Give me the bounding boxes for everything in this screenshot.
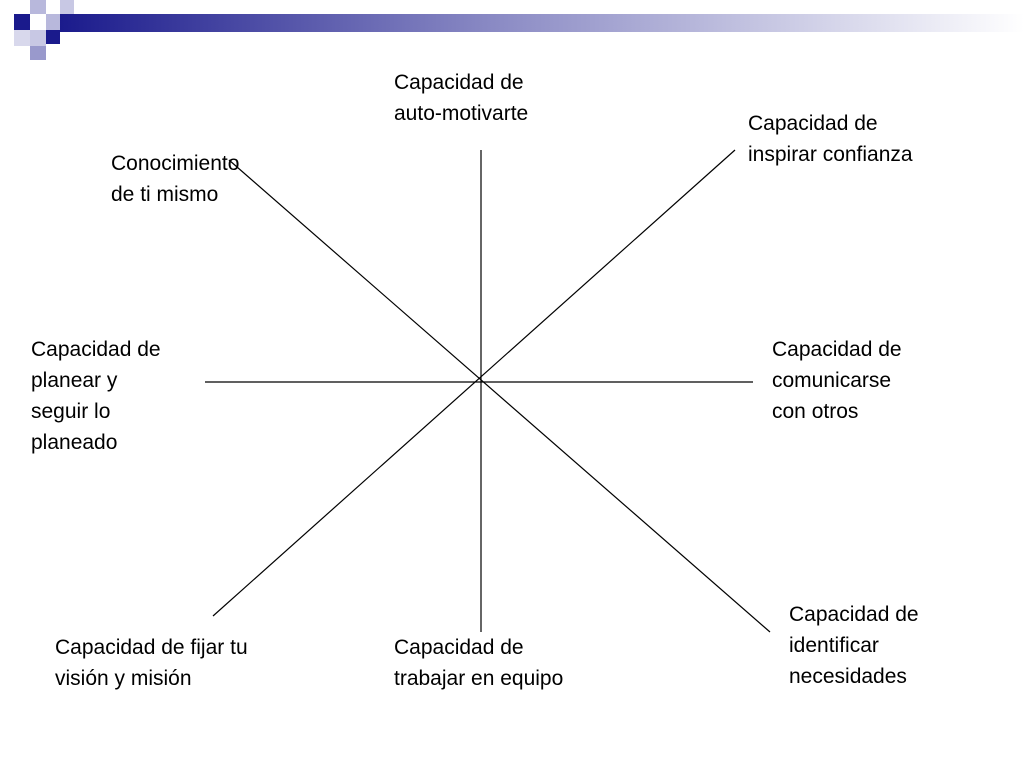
header-square-dark-2 [46,30,60,44]
label-identificar-necesidades: Capacidad de identificar necesidades [789,603,919,688]
label-planear: Capacidad de planear y seguir lo planead… [31,338,161,454]
header-square-light-4 [14,30,30,46]
header-square-light-3 [30,30,46,46]
header-square-light-1 [30,0,46,14]
line-diagonal-top-right-to-bottom-left [212,149,736,617]
header-square-light-2 [46,14,60,30]
header-square-dark-1 [14,14,30,30]
label-vision-y-mision: Capacidad de fijar tu visión y misión [55,636,248,690]
line-diagonal-top-left-to-bottom-right [228,159,771,633]
header-square-light-5 [30,46,46,60]
header-gradient-bar [58,14,1024,32]
label-inspirar-confianza: Capacidad de inspirar confianza [748,112,913,166]
header-square-light-6 [60,0,74,14]
header-decoration [14,0,1024,60]
label-trabajar-en-equipo: Capacidad de trabajar en equipo [394,636,564,690]
label-comunicarse: Capacidad de comunicarse con otros [772,338,902,423]
label-auto-motivarte: Capacidad de auto-motivarte [394,71,529,125]
label-conocimiento-de-ti-mismo: Conocimiento de ti mismo [111,152,240,206]
